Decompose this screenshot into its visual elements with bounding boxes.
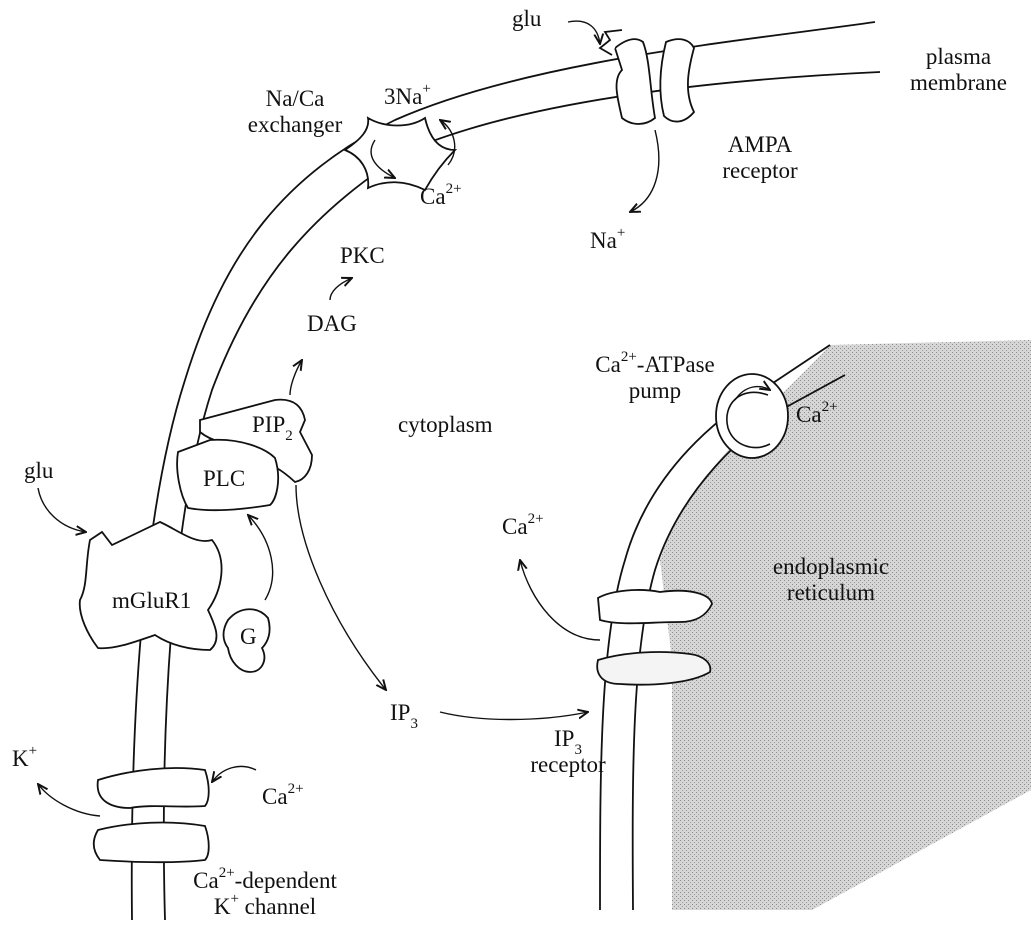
glu-ampa-arrow	[568, 21, 600, 44]
ca-release-arrow	[520, 560, 600, 640]
k-channel-upper	[98, 768, 209, 808]
plasma-membrane-label: plasma membrane	[896, 44, 1021, 96]
glu-label-top: glu	[512, 6, 541, 32]
na-ca-exchanger-shape	[345, 118, 455, 190]
ca-atpase-pump-label: Ca2+-ATPase pump	[580, 352, 730, 404]
ca-pump-label: Ca2+	[796, 402, 838, 428]
ip3-receptor-label: IP3 receptor	[518, 726, 618, 778]
mglur1-label: mGluR1	[112, 588, 191, 614]
ip3-label: IP3	[390, 700, 418, 726]
dag-to-pkc-arrow	[330, 278, 352, 300]
ampa-left-subunit	[615, 39, 655, 124]
na-influx-arrow	[630, 130, 659, 212]
na3-label: 3Na+	[384, 84, 431, 110]
k-efflux-arrow	[38, 784, 100, 816]
er-lumen	[660, 340, 1031, 910]
glu-label-left: glu	[24, 458, 53, 484]
endoplasmic-reticulum-label: endoplasmic reticulum	[756, 554, 906, 606]
k-channel-lower	[94, 823, 209, 863]
ca-k-channel-arrow	[212, 766, 256, 782]
ca-exchanger-label: Ca2+	[420, 184, 462, 210]
mglur1-shape	[80, 522, 222, 650]
dag-label: DAG	[307, 311, 357, 337]
ca-k-channel-label: Ca2+	[262, 784, 304, 810]
ampa-receptor-label: AMPA receptor	[710, 132, 810, 184]
pip2-to-ip3-arrow	[296, 485, 386, 690]
pkc-label: PKC	[340, 243, 385, 269]
glu-mglur-arrow	[38, 488, 86, 532]
g-protein-label: G	[240, 624, 257, 650]
na-ca-exchanger-label: Na/Ca exchanger	[230, 86, 360, 138]
cytoplasm-label: cytoplasm	[398, 412, 493, 438]
ip3-receptor-upper	[598, 590, 712, 623]
plc-label: PLC	[203, 466, 245, 492]
g-to-plc-arrow	[248, 515, 273, 600]
na-influx-label: Na+	[590, 228, 625, 254]
k-efflux-label: K+	[12, 746, 37, 772]
ampa-right-subunit	[660, 39, 694, 121]
pip2-to-dag-arrow	[290, 360, 302, 395]
ip3-to-receptor-arrow	[440, 712, 588, 720]
ca-dependent-k-channel-label: Ca2+-dependent K+ channel	[180, 868, 350, 920]
ca-release-label: Ca2+	[502, 514, 544, 540]
pip2-label: PIP2	[252, 412, 293, 438]
